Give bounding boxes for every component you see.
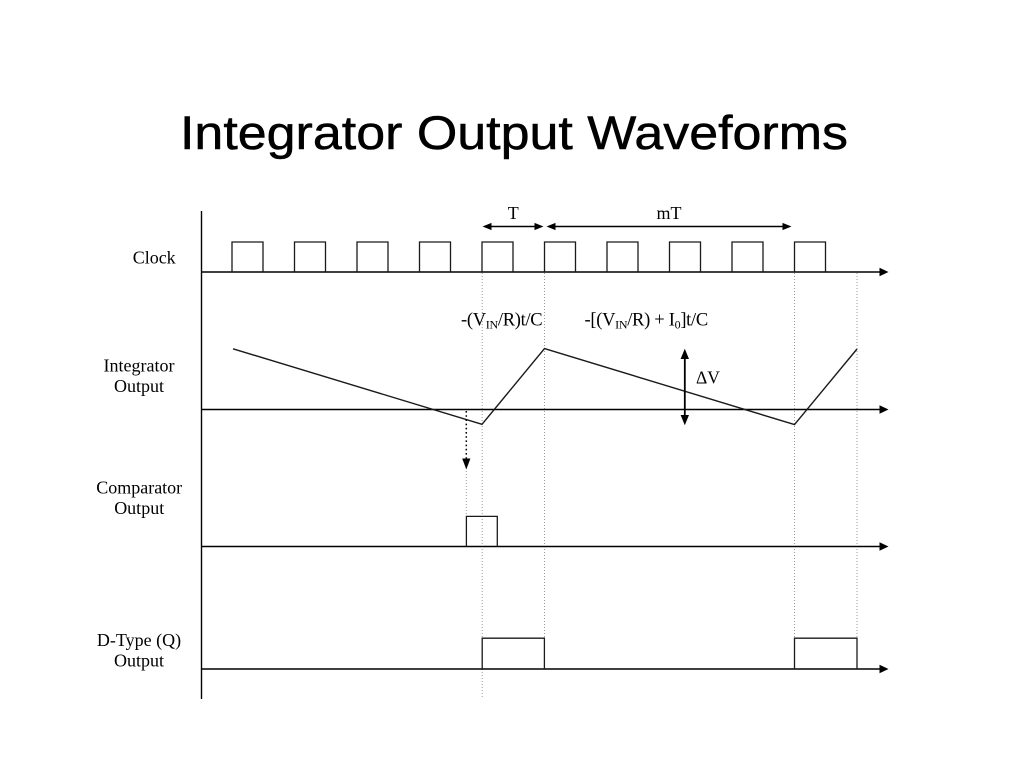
- svg-text:Integrator Output Waveforms: Integrator Output Waveforms: [180, 106, 848, 159]
- svg-text:T: T: [508, 203, 519, 223]
- svg-text:Output: Output: [114, 376, 164, 396]
- svg-text:Comparator: Comparator: [96, 478, 182, 498]
- svg-text:mT: mT: [657, 203, 682, 223]
- svg-text:Output: Output: [114, 650, 164, 670]
- svg-text:-(VIN/R)t/C: -(VIN/R)t/C: [461, 310, 542, 331]
- svg-text:Integrator: Integrator: [104, 356, 175, 376]
- svg-text:-[(VIN/R) + I0]t/C: -[(VIN/R) + I0]t/C: [585, 310, 708, 331]
- svg-text:ΔV: ΔV: [696, 368, 720, 388]
- svg-text:Output: Output: [114, 498, 164, 518]
- svg-text:D-Type (Q): D-Type (Q): [97, 630, 181, 651]
- svg-text:Clock: Clock: [133, 248, 176, 268]
